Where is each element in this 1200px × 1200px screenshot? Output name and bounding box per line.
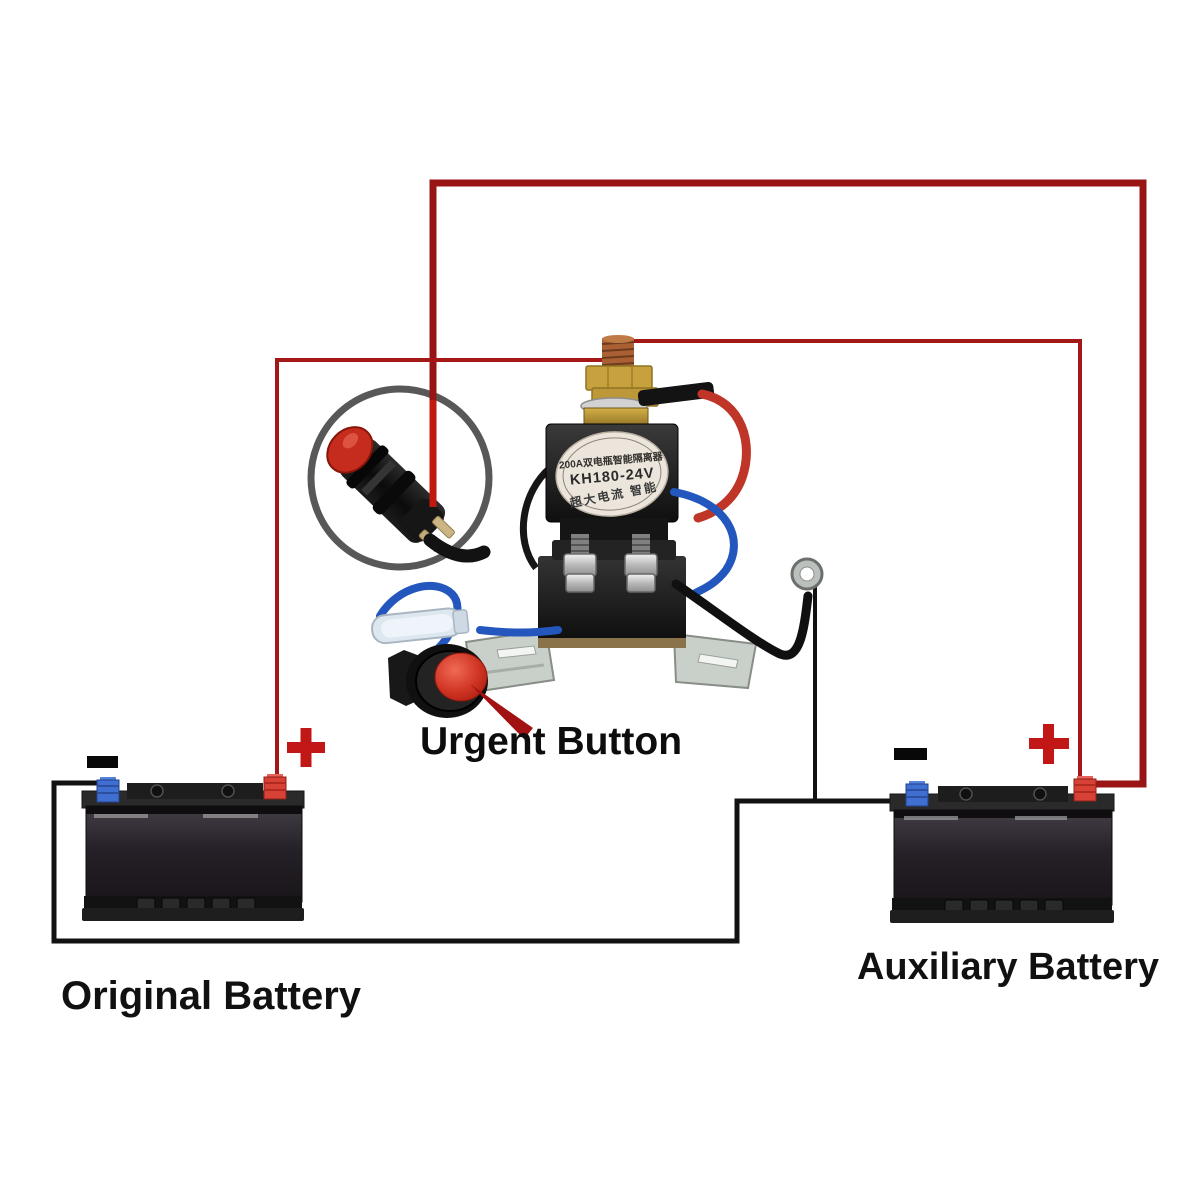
original-battery-label: Original Battery bbox=[61, 974, 362, 1018]
ground-wire bbox=[51, 780, 910, 944]
push-button-nut bbox=[372, 470, 416, 515]
inline-fuse-holder bbox=[371, 607, 470, 645]
auxiliary-battery-negative-terminal bbox=[905, 781, 929, 807]
relay-blue-wire-right bbox=[670, 488, 738, 598]
relay-stud-left bbox=[563, 534, 597, 593]
relay-stud-right bbox=[624, 534, 658, 593]
auxiliary-battery-body bbox=[893, 809, 1113, 906]
original-battery-screw-left bbox=[150, 784, 164, 798]
original-battery-highlight-left bbox=[94, 814, 148, 818]
original-battery bbox=[81, 774, 305, 921]
urgent-button-pointer bbox=[470, 684, 533, 739]
urgent-button-assembly bbox=[371, 582, 562, 739]
relay-wire-connector bbox=[637, 382, 715, 406]
relay-black-loop-wire bbox=[519, 465, 553, 571]
push-button-collar bbox=[346, 445, 389, 489]
auxiliary-battery-base bbox=[890, 910, 1114, 923]
ring-terminal-hole bbox=[799, 566, 815, 582]
relay-brass-nut-upper bbox=[585, 365, 653, 391]
push-button-ridge bbox=[361, 459, 397, 496]
minus-icon bbox=[87, 756, 118, 768]
auxiliary-battery-screw-left bbox=[959, 787, 973, 801]
original-battery-body bbox=[85, 805, 303, 903]
blue-wire-to-relay bbox=[476, 626, 562, 637]
relay-base-strip bbox=[538, 638, 686, 648]
trigger-positive-wire bbox=[429, 179, 1147, 788]
original-battery-highlight-right bbox=[203, 814, 258, 818]
relay-bracket-left-edge bbox=[481, 663, 545, 675]
urgent-button-label: Urgent Button bbox=[420, 720, 682, 763]
callout-circle bbox=[307, 385, 493, 571]
original-positive-wire bbox=[275, 358, 618, 782]
auxiliary-battery-positive-terminal bbox=[1073, 776, 1097, 802]
original-battery-negative-terminal bbox=[96, 777, 120, 803]
wires bbox=[51, 179, 1147, 944]
plus-icon bbox=[287, 728, 325, 767]
auxiliary-battery-body-shadow bbox=[894, 810, 1112, 818]
relay-bracket-left-slot bbox=[496, 645, 537, 659]
relay-label-line2: KH180-24V bbox=[569, 465, 655, 488]
auxiliary-battery-lid-block bbox=[938, 786, 1068, 802]
auxiliary-battery-label: Auxiliary Battery bbox=[857, 946, 1159, 988]
auxiliary-battery bbox=[889, 776, 1115, 923]
relay-ground-pigtail-wire bbox=[671, 579, 813, 660]
push-button-terminal-a bbox=[432, 515, 455, 539]
original-battery-screw-right bbox=[221, 784, 235, 798]
push-button-tail-wire bbox=[423, 533, 491, 563]
push-button-side-view bbox=[326, 426, 491, 563]
relay-label-border bbox=[562, 437, 662, 511]
push-button-rear bbox=[401, 498, 444, 542]
auxiliary-battery-highlight-left bbox=[904, 816, 958, 820]
auxiliary-battery-screw-right bbox=[1033, 787, 1047, 801]
auxiliary-positive-wire bbox=[626, 339, 1082, 786]
original-battery-lid-block bbox=[127, 783, 263, 799]
relay-top-stud-top bbox=[602, 335, 634, 343]
relay-label-plate bbox=[555, 431, 669, 517]
relay-bracket-right-slot bbox=[697, 653, 739, 669]
original-battery-positive-terminal bbox=[263, 774, 287, 800]
original-battery-body-shadow bbox=[86, 806, 302, 814]
original-battery-vents bbox=[136, 897, 256, 910]
minus-icon bbox=[894, 748, 927, 760]
auxiliary-battery-highlight-right bbox=[1015, 816, 1067, 820]
blue-wire-loop bbox=[376, 582, 462, 664]
plus-icon bbox=[1029, 724, 1069, 764]
push-button-cap-highlight bbox=[342, 433, 358, 449]
relay-label: 200A双电瓶智能隔离器 KH180-24V 超大电流 智能 bbox=[555, 431, 669, 517]
urgent-button-cap bbox=[434, 652, 488, 702]
relay: 200A双电瓶智能隔离器 KH180-24V 超大电流 智能 bbox=[464, 335, 824, 694]
auxiliary-battery-vents bbox=[944, 899, 1064, 912]
original-battery-base bbox=[82, 908, 304, 921]
push-button-cap bbox=[326, 426, 374, 474]
urgent-button bbox=[388, 644, 488, 718]
